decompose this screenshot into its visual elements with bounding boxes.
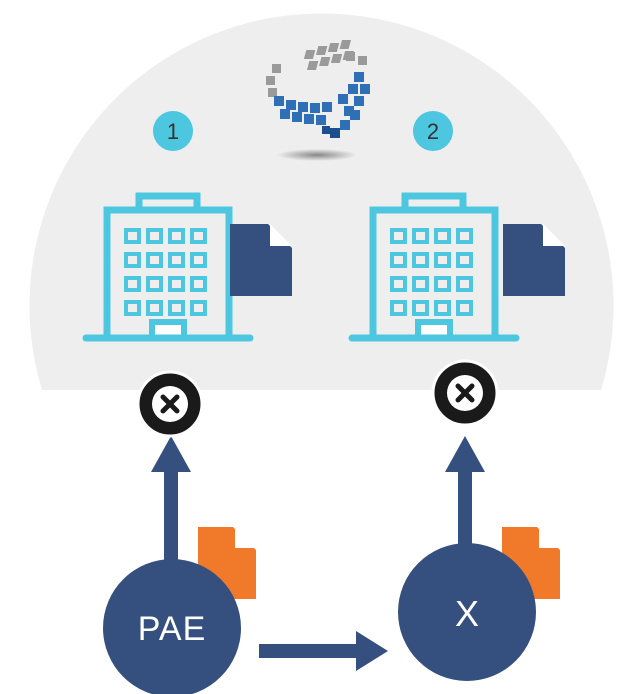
step-badge-1: 1 (153, 111, 193, 151)
arrow-right (259, 631, 388, 671)
arrow-up-right (445, 436, 485, 550)
node-pae-label: PAE (138, 610, 207, 648)
x-circle-icon-right (433, 361, 497, 425)
step-badge-2-label: 2 (427, 119, 439, 144)
step-badge-1-label: 1 (167, 119, 179, 144)
node-x: X (398, 543, 536, 681)
step-badge-2: 2 (413, 111, 453, 151)
cube-ribbon-logo-icon (266, 40, 370, 161)
arrow-up-left (151, 436, 191, 560)
x-circle-icon-left (138, 372, 202, 436)
node-pae: PAE (103, 559, 241, 694)
background-dome (29, 13, 614, 390)
node-x-label: X (455, 593, 479, 634)
